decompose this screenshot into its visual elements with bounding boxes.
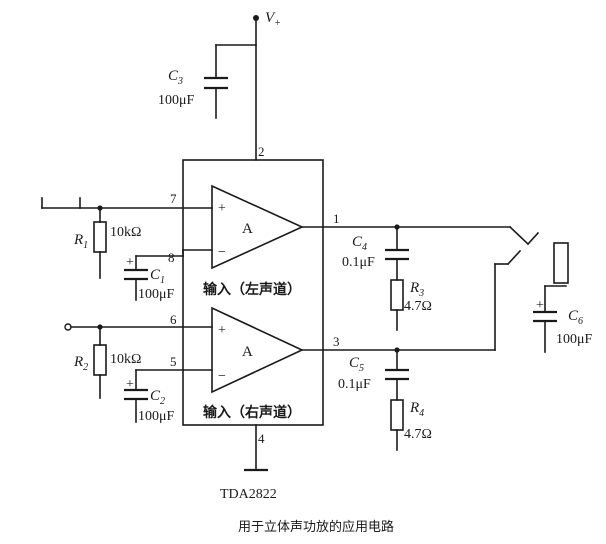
input-right-terminal xyxy=(64,323,72,331)
right-output-network xyxy=(301,249,522,451)
pin-5-label: 5 xyxy=(170,354,177,369)
pin-4-label: 4 xyxy=(258,431,265,446)
left-input-network xyxy=(41,197,213,301)
c4-label: C4 xyxy=(352,234,367,253)
r1-label: R1 xyxy=(73,232,88,251)
c1-label: C1 xyxy=(150,267,165,286)
channel-left-label: 输入（左声道） xyxy=(203,281,301,298)
channel-right-label: 输入（右声道） xyxy=(203,404,301,421)
c3-value: 100μF xyxy=(158,93,195,108)
pin-2-label: 2 xyxy=(258,144,265,159)
pin-6-label: 6 xyxy=(170,312,177,327)
amp-right-plus: + xyxy=(218,323,226,338)
amp-left-plus: + xyxy=(218,201,226,216)
r3-body xyxy=(390,279,404,311)
c2-value: 100μF xyxy=(138,409,175,424)
c1-polarity: + xyxy=(126,255,134,270)
c6-polarity: + xyxy=(536,298,544,313)
r4-label: R4 xyxy=(409,400,424,419)
c2-label: C2 xyxy=(150,388,165,407)
left-output-network xyxy=(301,224,540,331)
chip-name: TDA2822 xyxy=(220,487,277,502)
c2-polarity: + xyxy=(126,377,134,392)
pin-7-label: 7 xyxy=(170,191,177,206)
speaker-c6-branch xyxy=(533,242,569,353)
r3-label: R3 xyxy=(409,280,424,299)
r4-body xyxy=(390,399,404,431)
c3-label: C3 xyxy=(168,68,183,87)
r3-value: 4.7Ω xyxy=(404,299,432,314)
right-input-network xyxy=(64,323,213,423)
c1-value: 100μF xyxy=(138,287,175,302)
r2-value: 10kΩ xyxy=(110,352,141,367)
supply-label: V+ xyxy=(265,10,281,29)
amp-right-symbol: A xyxy=(242,344,253,360)
r1-value: 10kΩ xyxy=(110,225,141,240)
r2-label: R2 xyxy=(73,354,88,373)
c5-value: 0.1μF xyxy=(338,377,371,392)
r2-body xyxy=(93,344,107,376)
r4-value: 4.7Ω xyxy=(404,427,432,442)
ic-body xyxy=(182,159,324,426)
c5-label: C5 xyxy=(349,355,364,374)
pin-1-label: 1 xyxy=(333,211,340,226)
amp-left-minus: − xyxy=(218,245,226,260)
speaker-body xyxy=(553,242,569,284)
pin-8-label: 8 xyxy=(168,250,175,265)
amp-left xyxy=(211,184,304,270)
amp-left-symbol: A xyxy=(242,221,253,237)
amp-right-minus: − xyxy=(218,369,226,384)
amp-right xyxy=(211,306,304,394)
c6-value: 100μF xyxy=(556,332,593,347)
c4-value: 0.1μF xyxy=(342,255,375,270)
c6-label: C6 xyxy=(568,308,583,327)
diagram-caption: 用于立体声功放的应用电路 xyxy=(238,519,394,534)
pin-3-label: 3 xyxy=(333,334,340,349)
r1-body xyxy=(93,221,107,253)
supply-rail xyxy=(204,15,259,161)
